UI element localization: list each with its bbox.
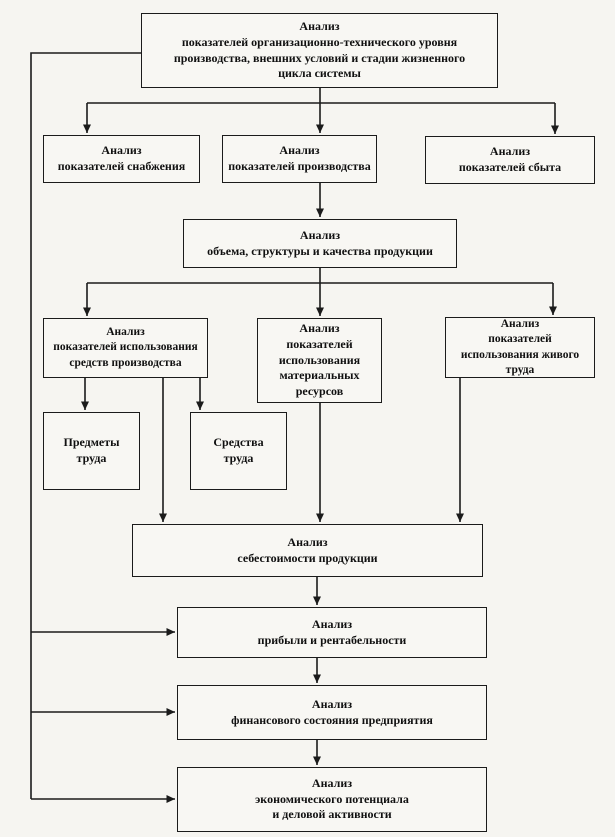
- node-profit-profitability-label: Анализ прибыли и рентабельности: [257, 616, 407, 647]
- node-material-resources-usage: Анализ показателей использования материа…: [257, 318, 382, 403]
- node-economic-potential-label: Анализ экономического потенциала и делов…: [255, 775, 409, 822]
- node-means-of-production-usage-label: Анализ показателей использования средств…: [53, 326, 198, 369]
- node-objects-of-labor: Предметы труда: [43, 412, 140, 490]
- node-production-cost: Анализ себестоимости продукции: [132, 524, 483, 577]
- node-financial-state-label: Анализ финансового состояния предприятия: [231, 696, 433, 727]
- node-economic-potential: Анализ экономического потенциала и делов…: [177, 767, 487, 832]
- node-supply-indicators: Анализ показателей снабжения: [43, 135, 200, 183]
- node-material-resources-usage-label: Анализ показателей использования материа…: [278, 320, 361, 399]
- node-means-of-production-usage: Анализ показателей использования средств…: [43, 318, 208, 378]
- node-org-tech-level: Анализ показателей организационно-технич…: [141, 13, 498, 88]
- node-org-tech-level-label: Анализ показателей организационно-технич…: [173, 18, 466, 81]
- node-production-indicators-label: Анализ показателей производства: [228, 143, 371, 173]
- node-production-cost-label: Анализ себестоимости продукции: [237, 534, 378, 565]
- node-living-labor-usage-label: Анализ показателей использования живого …: [460, 318, 580, 376]
- node-volume-structure-quality-label: Анализ объема, структуры и качества прод…: [207, 227, 433, 258]
- node-means-of-labor-label: Средства труда: [213, 435, 264, 465]
- node-sales-indicators-label: Анализ показателей сбыта: [458, 144, 562, 174]
- node-means-of-labor: Средства труда: [190, 412, 287, 490]
- node-financial-state: Анализ финансового состояния предприятия: [177, 685, 487, 740]
- node-volume-structure-quality: Анализ объема, структуры и качества прод…: [183, 219, 457, 268]
- node-production-indicators: Анализ показателей производства: [222, 135, 377, 183]
- node-profit-profitability: Анализ прибыли и рентабельности: [177, 607, 487, 658]
- node-objects-of-labor-label: Предметы труда: [63, 435, 120, 465]
- node-living-labor-usage: Анализ показателей использования живого …: [445, 317, 595, 378]
- node-supply-indicators-label: Анализ показателей снабжения: [57, 143, 186, 173]
- node-sales-indicators: Анализ показателей сбыта: [425, 136, 595, 184]
